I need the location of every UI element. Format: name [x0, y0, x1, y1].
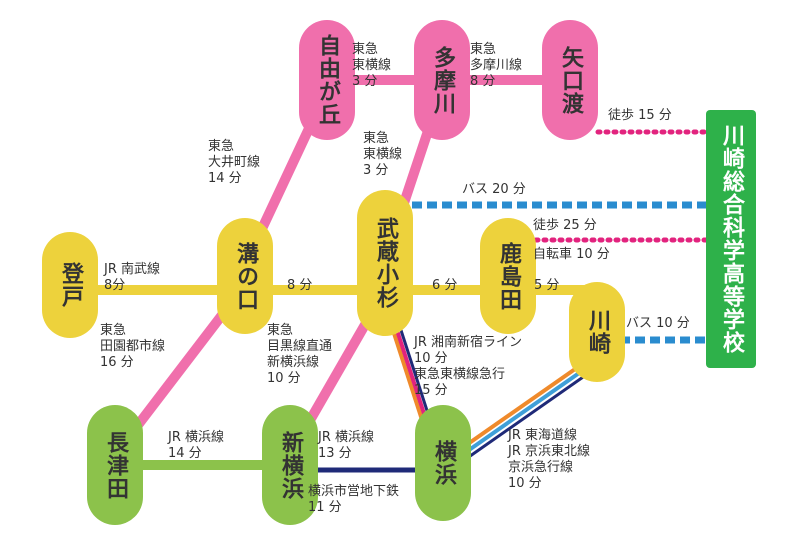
label-bus-kawasaki: バス 10 分 [626, 316, 690, 331]
label-bus-kosugi: バス 20 分 [462, 182, 526, 197]
tokaido-line-c [452, 366, 597, 470]
station-jiyugaoka: 自由が丘 [299, 20, 355, 140]
label-kashimada-kawasaki: 5 分 [534, 278, 560, 293]
station-musashikosugi: 武蔵小杉 [357, 190, 413, 336]
label-bike-kashimada: 自転車 10 分 [533, 247, 610, 262]
station-tamagawa: 多摩川 [414, 20, 470, 140]
station-kawasaki: 川崎 [569, 282, 625, 382]
station-nagatsuta: 長津田 [87, 405, 143, 525]
tokaido-line-b [447, 362, 594, 466]
station-yaguchinowatashi: 矢口渡 [542, 20, 598, 140]
label-mizonokuchi-kosugi: 8 分 [287, 278, 313, 293]
station-shinyokohama: 新横浜 [262, 405, 318, 525]
label-walk-kashimada: 徒歩 25 分 [533, 218, 597, 233]
station-yokohama: 横浜 [415, 405, 471, 521]
label-walk-yaguchi: 徒歩 15 分 [608, 108, 672, 123]
station-mizonokuchi: 溝の口 [217, 218, 273, 334]
label-kosugi-kashimada: 6 分 [432, 278, 458, 293]
station-noborito: 登戸 [42, 232, 98, 338]
school-destination: 川崎総合科学高等学校 [706, 110, 756, 368]
station-kashimada: 鹿島田 [480, 218, 536, 334]
